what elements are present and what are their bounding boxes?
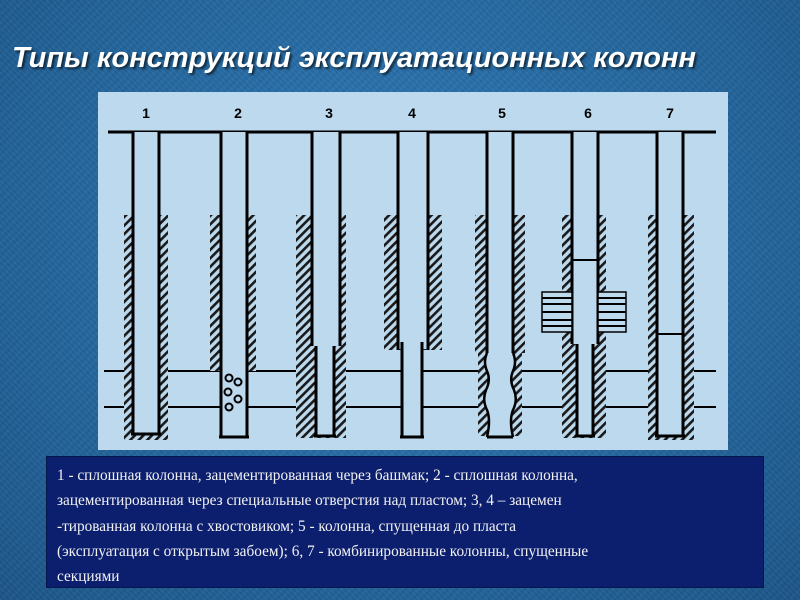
casing-bore	[657, 132, 683, 436]
cement-hole	[233, 394, 243, 404]
cement-hole	[233, 377, 243, 387]
casing-bore	[487, 132, 513, 353]
well-column-5	[475, 132, 525, 439]
open-hole-wall-line	[483, 352, 491, 438]
casing-bore	[221, 132, 247, 437]
casing-bore	[572, 132, 598, 344]
column-label-5: 5	[498, 105, 506, 121]
column-label-3: 3	[325, 105, 333, 121]
well-column-6	[541, 132, 627, 438]
cement-hole	[223, 387, 233, 397]
cement-hole	[224, 373, 234, 383]
open-hole-wall-line	[509, 352, 517, 438]
caption-line: -тированная колонна с хвостовиком; 5 - к…	[57, 517, 517, 535]
caption-box: 1 - сплошная колонна, зацементированная …	[46, 456, 764, 588]
well-column-4	[384, 132, 442, 439]
caption-line: 1 - сплошная колонна, зацементированная …	[57, 467, 578, 484]
column-label-1: 1	[142, 105, 150, 121]
casing-bore	[133, 132, 159, 434]
cement-hole	[224, 402, 234, 412]
column-label-7: 7	[666, 105, 674, 121]
column-label-6: 6	[584, 105, 592, 121]
caption-line: секциями	[57, 568, 120, 586]
caption-text: 1 - сплошная колонна, зацементированная …	[47, 457, 763, 589]
column-label-2: 2	[234, 105, 242, 121]
caption-line: зацементированная через специальные отве…	[57, 492, 562, 510]
liner-bore	[316, 346, 334, 436]
column-label-4: 4	[408, 105, 416, 121]
well-column-3	[296, 132, 346, 438]
well-column-1	[124, 132, 168, 440]
slide-title: Типы конструкций эксплуатационных колонн	[12, 42, 697, 74]
well-column-2	[210, 132, 256, 439]
well-column-7	[648, 132, 694, 440]
casing-bore	[312, 132, 340, 346]
caption-line: (эксплуатация с открытым забоем); 6, 7 -…	[57, 542, 589, 560]
lower-section-bore	[577, 344, 593, 436]
casing-bore	[398, 132, 428, 349]
open-hole	[484, 353, 516, 437]
liner-bore	[402, 342, 422, 438]
